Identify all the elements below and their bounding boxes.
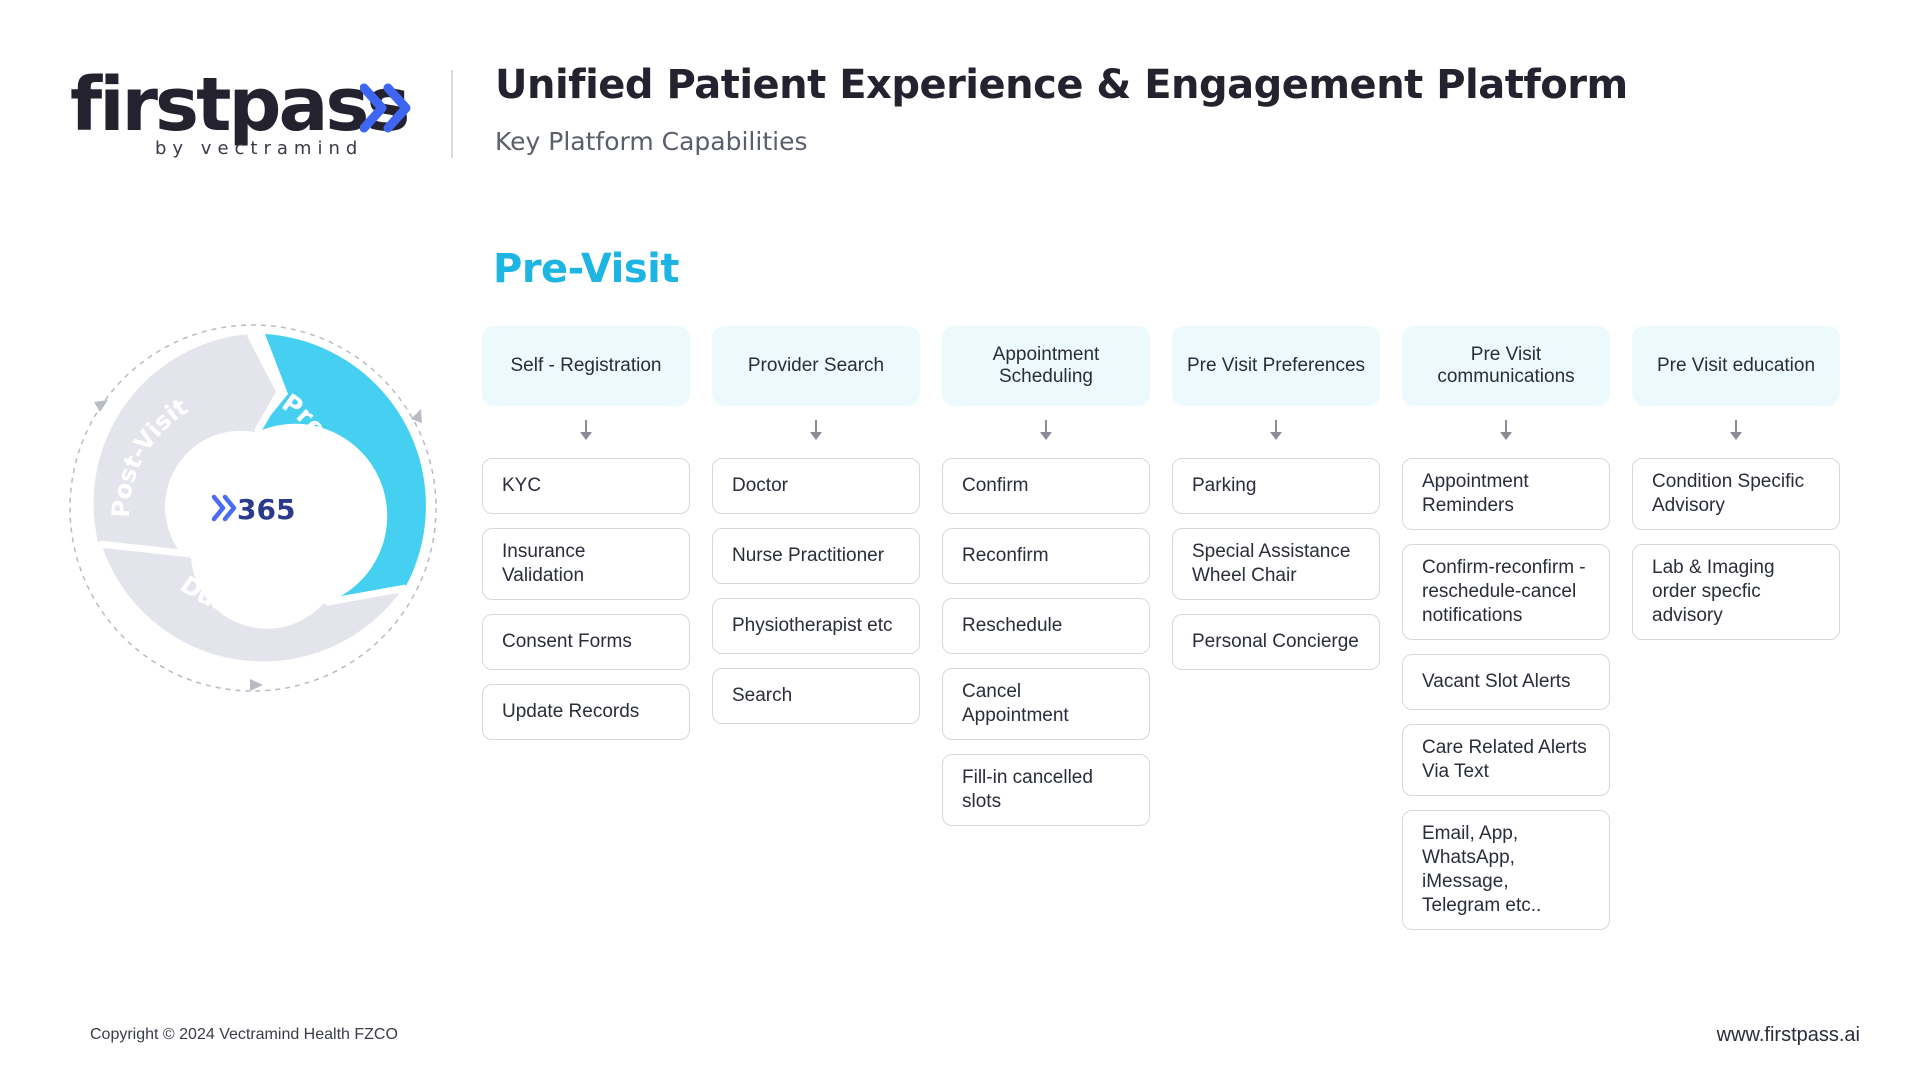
column-pre-visit-preferences: Pre Visit Preferences Parking Special As… — [1172, 326, 1380, 670]
capability-item[interactable]: Insurance Validation — [482, 528, 690, 600]
patient-journey-cycle: 365 Pre-Visit During Visit Post-Visit — [60, 312, 437, 692]
column-self-registration: Self - Registration KYC Insurance Valida… — [482, 326, 690, 740]
page-title: Unified Patient Experience & Engagement … — [495, 62, 1628, 108]
cycle-center-circle — [177, 432, 329, 584]
cycle-arrow-icon — [250, 679, 263, 691]
column-header[interactable]: Pre Visit education — [1632, 326, 1840, 406]
capability-item[interactable]: Reschedule — [942, 598, 1150, 654]
capability-item[interactable]: Update Records — [482, 684, 690, 740]
double-chevron-right-icon — [211, 494, 237, 522]
cycle-segment-during-visit — [101, 543, 403, 662]
capability-item[interactable]: Fill-in cancelled slots — [942, 754, 1150, 826]
column-pre-visit-education: Pre Visit education Condition Specific A… — [1632, 326, 1840, 640]
cycle-segment-post-visit — [93, 334, 280, 552]
capability-item[interactable]: Personal Concierge — [1172, 614, 1380, 670]
capability-item[interactable]: Physiotherapist etc — [712, 598, 920, 654]
capability-item[interactable]: Nurse Practitioner — [712, 528, 920, 584]
cycle-center-label: 365 — [237, 493, 295, 526]
arrow-down-icon — [1172, 406, 1380, 458]
arrow-down-icon — [712, 406, 920, 458]
arrow-down-icon — [1402, 406, 1610, 458]
logo-byline: by vectramind — [155, 138, 364, 159]
column-header[interactable]: Provider Search — [712, 326, 920, 406]
capability-item[interactable]: Doctor — [712, 458, 920, 514]
capability-item[interactable]: Confirm-reconfirm -reschedule-cancel not… — [1402, 544, 1610, 640]
column-header[interactable]: Pre Visit communications — [1402, 326, 1610, 406]
capability-item[interactable]: KYC — [482, 458, 690, 514]
header-divider — [451, 70, 453, 158]
arrow-down-icon — [1632, 406, 1840, 458]
capability-item[interactable]: Condition Specific Advisory — [1632, 458, 1840, 530]
logo-wordmark: firstpass — [70, 62, 410, 148]
capability-item[interactable]: Search — [712, 668, 920, 724]
arrow-down-icon — [942, 406, 1150, 458]
capability-item[interactable]: Appointment Reminders — [1402, 458, 1610, 530]
website-link[interactable]: www.firstpass.ai — [1716, 1024, 1860, 1046]
column-provider-search: Provider Search Doctor Nurse Practitione… — [712, 326, 920, 724]
capability-item[interactable]: Lab & Imaging order specfic advisory — [1632, 544, 1840, 640]
page-subtitle: Key Platform Capabilities — [495, 127, 808, 156]
cycle-arrow-icon — [94, 400, 108, 412]
arrow-down-icon — [482, 406, 690, 458]
column-appointment-scheduling: Appointment Scheduling Confirm Reconfirm… — [942, 326, 1150, 826]
column-header[interactable]: Appointment Scheduling — [942, 326, 1150, 406]
capability-item[interactable]: Reconfirm — [942, 528, 1150, 584]
cycle-outer-dashed-ring — [69, 324, 437, 692]
copyright-text: Copyright © 2024 Vectramind Health FZCO — [90, 1026, 398, 1043]
double-chevron-right-icon — [360, 83, 411, 133]
capability-item[interactable]: Consent Forms — [482, 614, 690, 670]
cycle-arrow-icon — [411, 409, 422, 423]
column-header[interactable]: Self - Registration — [482, 326, 690, 406]
capability-item[interactable]: Confirm — [942, 458, 1150, 514]
capability-item[interactable]: Vacant Slot Alerts — [1402, 654, 1610, 710]
column-pre-visit-communications: Pre Visit communications Appointment Rem… — [1402, 326, 1610, 930]
section-title: Pre-Visit — [493, 246, 679, 292]
capability-item[interactable]: Care Related Alerts Via Text — [1402, 724, 1610, 796]
capability-item[interactable]: Special Assistance Wheel Chair — [1172, 528, 1380, 600]
capability-item[interactable]: Cancel Appointment — [942, 668, 1150, 740]
cycle-segment-pre-visit — [257, 334, 426, 600]
capability-item[interactable]: Parking — [1172, 458, 1380, 514]
firstpass-logo: firstpass — [70, 60, 411, 160]
capability-item[interactable]: Email, App, WhatsApp, iMessage, Telegram… — [1402, 810, 1610, 930]
column-header[interactable]: Pre Visit Preferences — [1172, 326, 1380, 406]
